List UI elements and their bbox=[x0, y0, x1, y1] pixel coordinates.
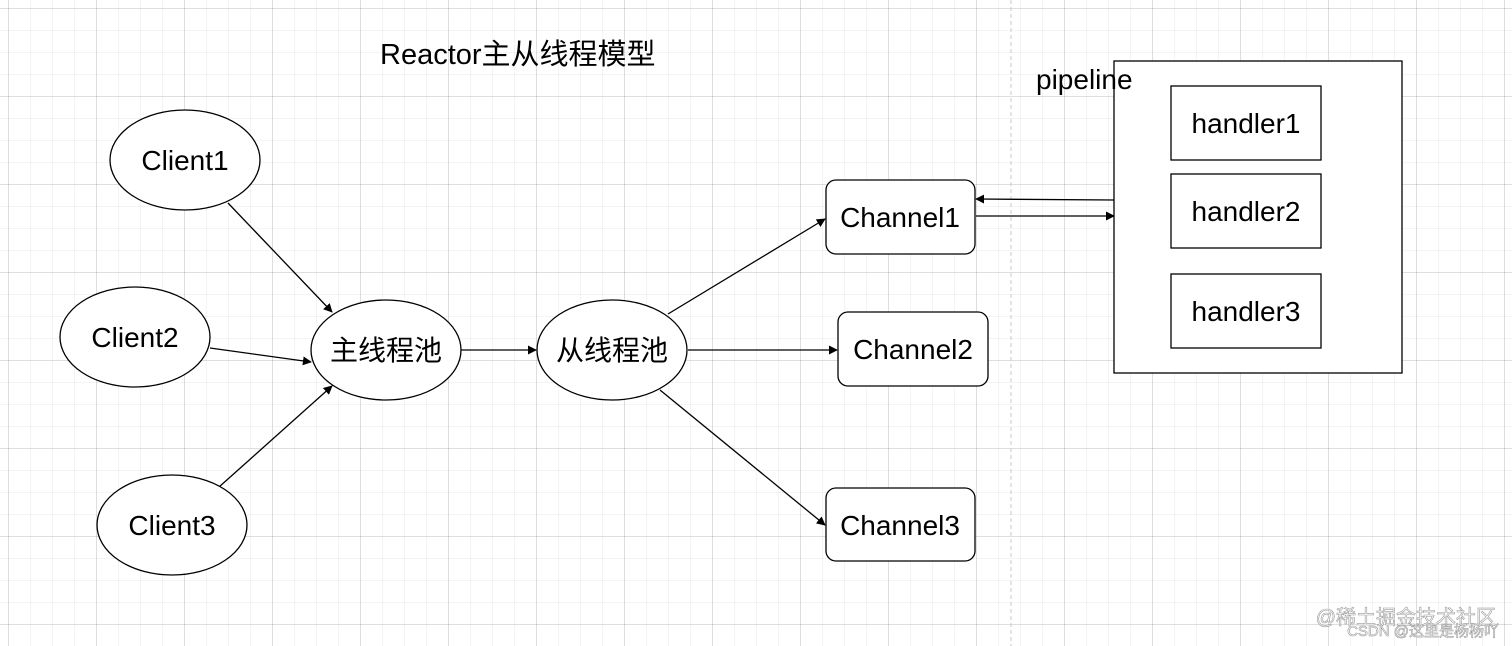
main-pool-node[interactable]: 主线程池 bbox=[310, 299, 462, 401]
client3-node[interactable]: Client3 bbox=[96, 474, 248, 576]
diagram-title: Reactor主从线程模型 bbox=[380, 38, 656, 71]
client2-label: Client2 bbox=[91, 322, 178, 353]
edge-sub-pool-to-channel1 bbox=[667, 218, 826, 315]
pipeline-label: pipeline bbox=[1036, 64, 1133, 95]
edge-client2-to-main-pool bbox=[209, 347, 312, 366]
edge-client1-to-main-pool bbox=[227, 202, 333, 313]
pipeline-container[interactable]: pipeline handler1 handler2 handler3 bbox=[1036, 60, 1403, 374]
watermark-line1: @稀土掘金技术社区 bbox=[1316, 606, 1496, 629]
client1-label: Client1 bbox=[141, 145, 228, 176]
channel3-label: Channel3 bbox=[840, 510, 960, 541]
handler1-box[interactable]: handler1 bbox=[1170, 85, 1322, 161]
client1-node[interactable]: Client1 bbox=[109, 109, 261, 211]
handler1-label: handler1 bbox=[1192, 108, 1301, 139]
edge-pipeline-to-channel1 bbox=[975, 194, 1115, 204]
channel1-node[interactable]: Channel1 bbox=[825, 179, 976, 255]
channel2-label: Channel2 bbox=[853, 334, 973, 365]
handler3-label: handler3 bbox=[1192, 296, 1301, 327]
edges bbox=[209, 194, 1115, 526]
edge-sub-pool-to-channel3 bbox=[659, 389, 826, 526]
client2-node[interactable]: Client2 bbox=[59, 286, 211, 388]
watermark-line2: CSDN @这里是杨杨吖 bbox=[1347, 623, 1499, 640]
client3-label: Client3 bbox=[128, 510, 215, 541]
handler2-label: handler2 bbox=[1192, 196, 1301, 227]
sub-pool-node[interactable]: 从线程池 bbox=[536, 299, 688, 401]
main-pool-label: 主线程池 bbox=[330, 335, 442, 366]
handler3-box[interactable]: handler3 bbox=[1170, 273, 1322, 349]
channel1-label: Channel1 bbox=[840, 202, 960, 233]
channel2-node[interactable]: Channel2 bbox=[837, 311, 989, 387]
sub-pool-label: 从线程池 bbox=[556, 335, 668, 366]
handler2-box[interactable]: handler2 bbox=[1170, 173, 1322, 249]
edge-client3-to-main-pool bbox=[218, 385, 333, 488]
channel3-node[interactable]: Channel3 bbox=[825, 487, 976, 562]
